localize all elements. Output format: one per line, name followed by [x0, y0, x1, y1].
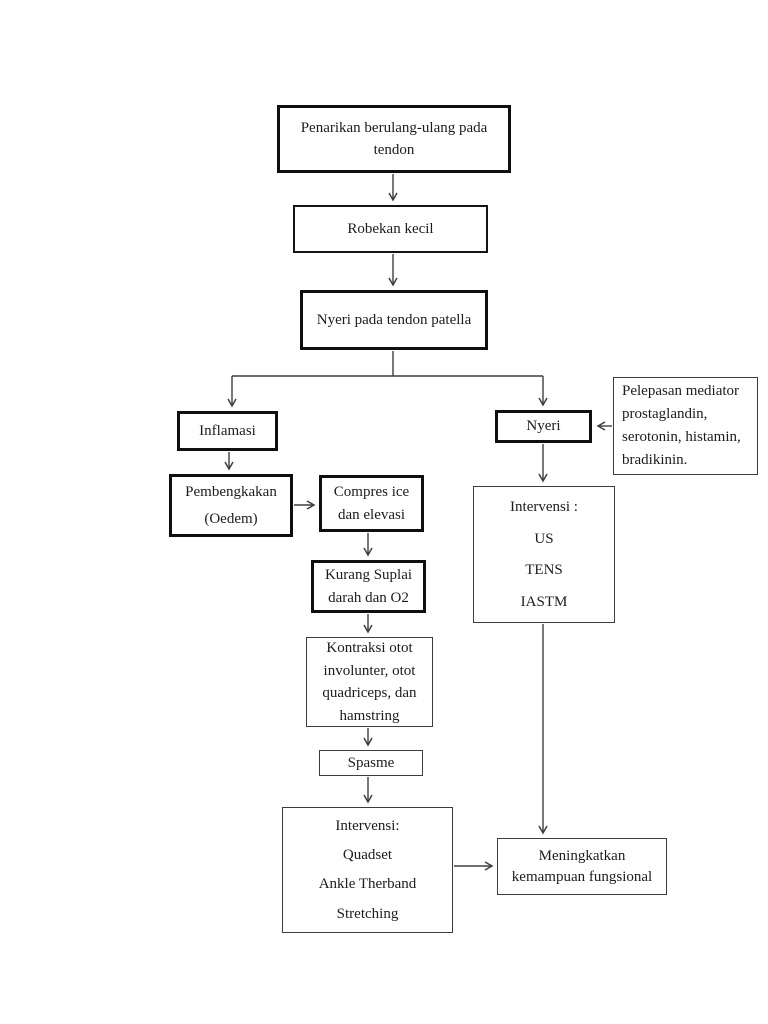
box-line: Intervensi: [335, 817, 400, 834]
box-line: hamstring [339, 707, 400, 724]
box-line: TENS [525, 562, 563, 578]
box-compres-ice: Compres ice dan elevasi [319, 475, 424, 532]
box-penarikan: Penarikan berulang-ulang pada tendon [277, 105, 511, 173]
box-line: Kontraksi otot [326, 640, 413, 656]
box-nyeri-tendon-patella: Nyeri pada tendon patella [300, 290, 488, 350]
box-spasme: Spasme [319, 750, 423, 776]
box-line: Inflamasi [199, 422, 256, 439]
box-pelepasan-mediator: Pelepasan mediator prostaglandin, seroto… [613, 377, 758, 475]
box-line: Stretching [336, 905, 399, 922]
box-line: Ankle Therband [318, 876, 417, 893]
box-kontraksi-otot: Kontraksi otot involunter, otot quadrice… [306, 637, 433, 727]
box-line: Meningkatkan [538, 848, 626, 865]
box-line: Intervensi : [510, 499, 578, 515]
box-line: Nyeri pada tendon patella [316, 311, 472, 328]
box-line: Nyeri [526, 418, 561, 435]
box-line: US [534, 530, 554, 547]
box-line: involunter, otot [323, 662, 416, 679]
box-line: Robekan kecil [347, 220, 434, 237]
box-line: darah dan O2 [328, 589, 409, 606]
box-line: Kurang Suplai [324, 567, 413, 583]
box-intervensi-spasme: Intervensi: Quadset Ankle Therband Stret… [282, 807, 453, 933]
box-line: Quadset [342, 847, 393, 864]
box-line: prostaglandin, [622, 405, 708, 422]
box-meningkatkan: Meningkatkan kemampuan fungsional [497, 838, 667, 895]
box-line: dan elevasi [337, 506, 406, 523]
box-line: IASTM [520, 593, 568, 610]
box-line: Spasme [347, 754, 395, 771]
box-line: Compres ice [333, 484, 410, 500]
box-line: (Oedem) [204, 510, 258, 527]
box-line: Penarikan berulang-ulang pada [300, 119, 488, 136]
box-pembengkakan: Pembengkakan (Oedem) [169, 474, 293, 537]
box-line: serotonin, histamin, [622, 429, 741, 445]
box-line: Pembengkakan [185, 484, 277, 500]
box-line: tendon [373, 142, 415, 158]
box-line: quadriceps, dan [322, 685, 417, 701]
box-nyeri: Nyeri [495, 410, 592, 443]
box-intervensi-nyeri: Intervensi : US TENS IASTM [473, 486, 615, 623]
box-robekan: Robekan kecil [293, 205, 488, 253]
box-inflamasi: Inflamasi [177, 411, 278, 451]
box-kurang-suplai: Kurang Suplai darah dan O2 [311, 560, 426, 613]
box-line: Pelepasan mediator [622, 382, 740, 399]
box-line: kemampuan fungsional [511, 868, 653, 885]
box-line: bradikinin. [622, 452, 688, 469]
